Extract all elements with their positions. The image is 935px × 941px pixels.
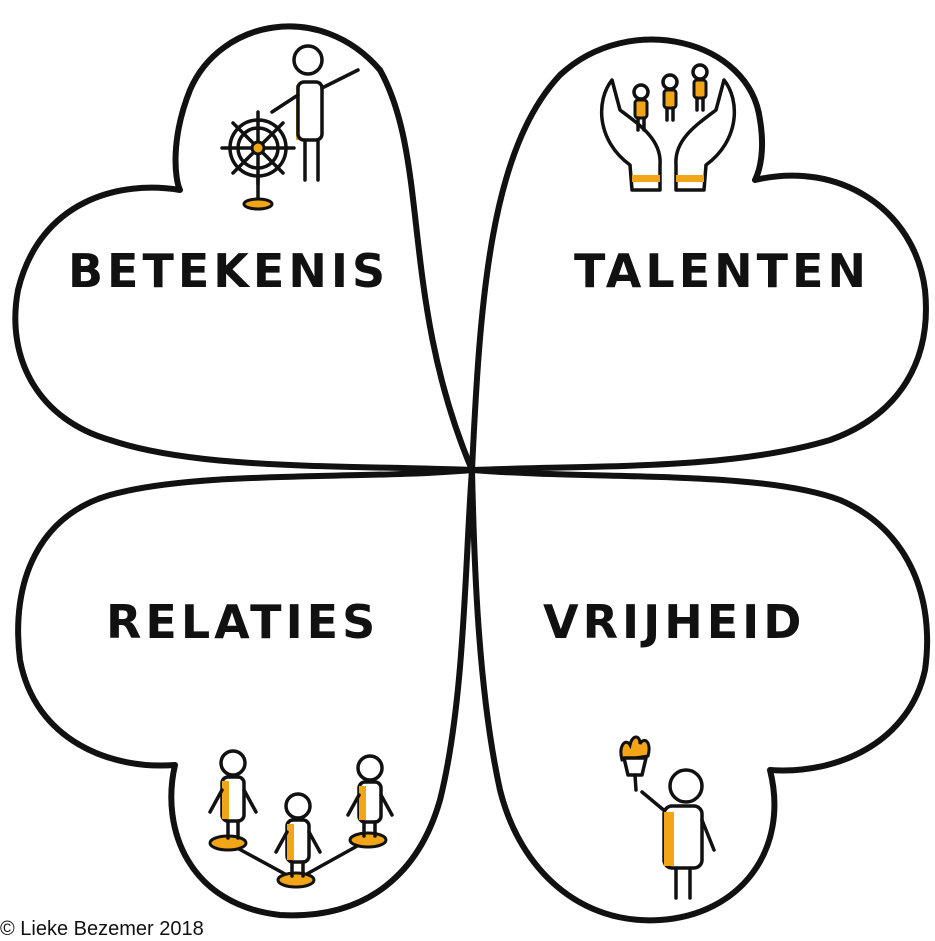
leaf-relaties <box>15 467 475 919</box>
leaf-label-talenten: TALENTEN <box>574 244 870 298</box>
leaf-talenten <box>469 36 929 473</box>
person-with-torch-icon <box>619 735 716 900</box>
leaf-betekenis <box>12 23 475 473</box>
hands-holding-people-icon <box>600 63 736 192</box>
leaf-label-vrijheid: VRIJHEID <box>543 595 805 649</box>
leaf-vrijheid <box>469 467 931 924</box>
copyright-credit: © Lieke Bezemer 2018 <box>0 918 204 940</box>
ship-wheel-person-icon <box>220 44 360 211</box>
leaf-label-relaties: RELATIES <box>106 595 379 649</box>
leaf-label-betekenis: BETEKENIS <box>68 244 389 298</box>
connected-people-icon <box>208 749 394 889</box>
